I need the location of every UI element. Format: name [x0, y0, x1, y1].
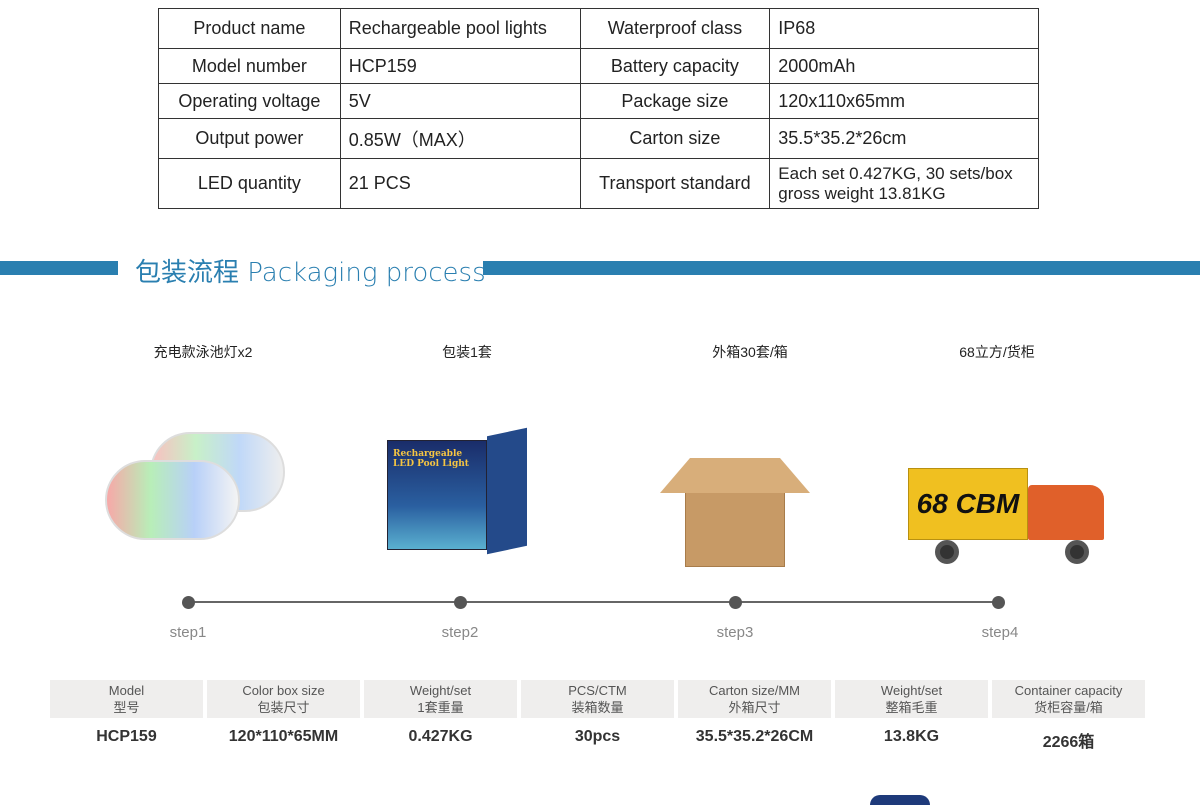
header-cn: 包装尺寸 — [257, 700, 310, 715]
spec-key: LED quantity — [158, 158, 341, 209]
spec-value: 120x110x65mm — [769, 83, 1039, 119]
step2-dot — [454, 596, 467, 609]
next-section-hint — [870, 795, 930, 805]
box-label: Rechargeable LED Pool Light — [393, 449, 469, 469]
timeline — [188, 601, 998, 603]
step3-label: step3 — [716, 624, 754, 641]
truck-image: 68 CBM — [908, 468, 1028, 540]
truck-wheel — [935, 540, 959, 564]
step1-dot — [182, 596, 195, 609]
spec-key: Model number — [158, 48, 341, 84]
summary-value: 30pcs — [574, 728, 621, 745]
step4-label: step4 — [981, 624, 1019, 641]
spec-key: Battery capacity — [579, 48, 771, 84]
header-en: Container capacity — [1014, 683, 1123, 698]
spec-value: 35.5*35.2*26cm — [769, 118, 1039, 159]
spec-value: HCP159 — [339, 48, 581, 84]
header-cn: 装箱数量 — [571, 700, 624, 715]
header-cn: 外箱尺寸 — [728, 700, 781, 715]
summary-value: 0.427KG — [408, 728, 473, 745]
spec-value: Rechargeable pool lights — [339, 8, 581, 49]
spec-value: 5V — [339, 83, 581, 119]
header-cn: 型号 — [113, 700, 140, 715]
spec-key: Package size — [579, 83, 771, 119]
header-en: Color box size — [242, 683, 325, 698]
spec-value: 0.85W（MAX） — [339, 118, 581, 159]
color-box-side — [487, 427, 527, 555]
header-cn: 货柜容量/箱 — [1034, 700, 1103, 715]
truck-label: 68 CBM — [916, 488, 1020, 519]
summary-header: Container capacity 货柜容量/箱 — [992, 680, 1145, 718]
spec-key: Transport standard — [579, 158, 771, 209]
header-en: Weight/set — [880, 683, 943, 698]
summary-header: Color box size 包装尺寸 — [207, 680, 360, 718]
truck-wheel — [1065, 540, 1089, 564]
step2-caption: 包装1套 — [442, 344, 492, 360]
summary-value: 13.8KG — [883, 728, 940, 745]
summary-value: 120*110*65MM — [228, 728, 339, 745]
summary-value: HCP159 — [96, 728, 157, 745]
summary-header: Carton size/MM 外箱尺寸 — [678, 680, 831, 718]
header-en: Weight/set — [409, 683, 472, 698]
color-box-image: Rechargeable LED Pool Light — [387, 440, 487, 550]
step4-dot — [992, 596, 1005, 609]
section-bar-left — [0, 261, 118, 275]
spec-key: Product name — [158, 8, 341, 49]
truck-cab — [1028, 485, 1104, 540]
spec-key: Carton size — [579, 118, 771, 159]
summary-header: Weight/set 整箱毛重 — [835, 680, 988, 718]
spec-value: Each set 0.427KG, 30 sets/box gross weig… — [769, 158, 1039, 209]
spec-key: Operating voltage — [158, 83, 341, 119]
step3-caption: 外箱30套/箱 — [712, 344, 788, 360]
section-title: 包装流程 Packaging process — [135, 258, 486, 288]
spec-key: Waterproof class — [579, 8, 771, 49]
header-en: Model — [108, 683, 145, 698]
step1-caption: 充电款泳池灯x2 — [153, 344, 253, 360]
summary-value: 35.5*35.2*26CM — [695, 728, 814, 745]
step3-dot — [729, 596, 742, 609]
spec-value: 21 PCS — [339, 158, 581, 209]
spec-value: IP68 — [769, 8, 1039, 49]
summary-value: 2266箱 — [1042, 734, 1095, 751]
pool-light-image — [105, 460, 240, 540]
header-en: PCS/CTM — [568, 683, 627, 698]
summary-header: PCS/CTM 装箱数量 — [521, 680, 674, 718]
header-en: Carton size/MM — [708, 683, 801, 698]
section-bar-right — [483, 261, 1200, 275]
spec-key: Output power — [158, 118, 341, 159]
carton-flaps — [660, 458, 810, 493]
summary-header: Weight/set 1套重量 — [364, 680, 517, 718]
spec-value: 2000mAh — [769, 48, 1039, 84]
step4-caption: 68立方/货柜 — [959, 344, 1035, 360]
step2-label: step2 — [441, 624, 479, 641]
step1-label: step1 — [169, 624, 207, 641]
carton-image — [685, 485, 785, 567]
header-cn: 1套重量 — [417, 700, 464, 715]
header-cn: 整箱毛重 — [885, 700, 938, 715]
summary-header: Model 型号 — [50, 680, 203, 718]
